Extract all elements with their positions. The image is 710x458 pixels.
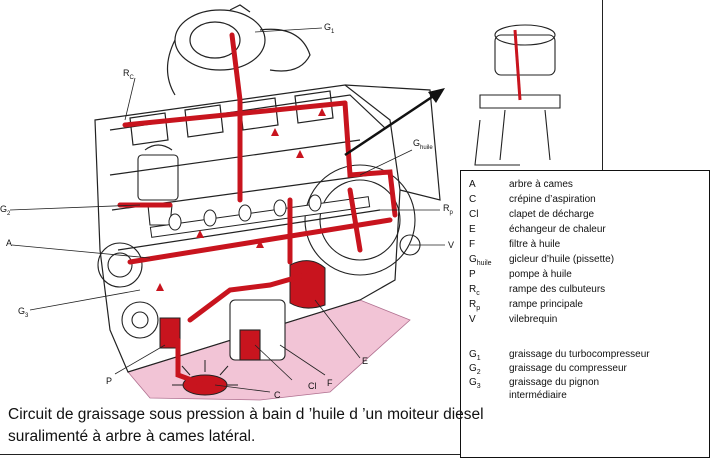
turbocharger [166, 4, 311, 96]
piston-inset [474, 24, 561, 166]
legend-lube-item: intermédiaire [509, 390, 567, 401]
callout-f: F [327, 378, 333, 388]
timing-gears [97, 242, 159, 339]
leader-lines [9, 27, 445, 393]
callout-p: P [106, 376, 113, 386]
callout-g3: G3 [18, 306, 29, 319]
figure-caption: Circuit de graissage sous pression à bai… [8, 406, 484, 445]
callout-g2: G2 [0, 204, 11, 217]
compressor [137, 144, 179, 226]
oil-filter [229, 299, 286, 361]
callout-cl: Cl [308, 381, 317, 391]
heat-exchanger [289, 260, 326, 309]
pointer-arrow [344, 88, 445, 157]
oil-flow-arrows [156, 108, 326, 291]
suction-arrows [172, 360, 238, 386]
callout-g1: G1 [324, 22, 335, 35]
callout-a: A [6, 238, 13, 248]
engine-drawing [9, 4, 561, 401]
callout-rp: Rp [443, 203, 453, 216]
callout-e: E [362, 356, 369, 366]
callout-rc: RC [123, 68, 134, 81]
callout-v: V [448, 240, 455, 250]
callout-ghuile: Ghuile [413, 138, 433, 151]
callout-c: C [274, 390, 281, 400]
camshaft [149, 194, 371, 238]
